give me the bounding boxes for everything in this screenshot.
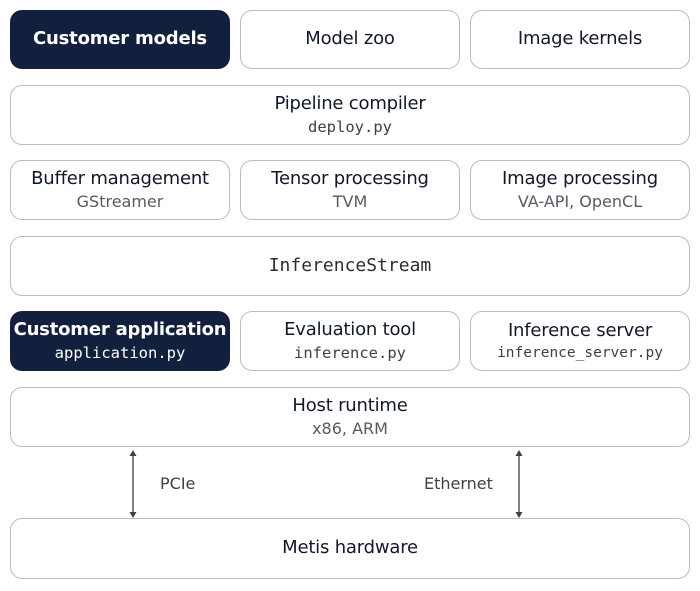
image-processing-box: Image processing VA-API, OpenCL <box>470 160 690 220</box>
customer-models-label: Customer models <box>33 28 207 50</box>
image-processing-sub: VA-API, OpenCL <box>517 192 643 212</box>
pipeline-compiler-code: deploy.py <box>308 117 392 136</box>
buffer-management-box: Buffer management GStreamer <box>10 160 230 220</box>
customer-application-title: Customer application <box>13 319 227 341</box>
pipeline-compiler-title: Pipeline compiler <box>274 93 426 115</box>
pcie-arrow <box>129 450 137 518</box>
metis-hardware-box: Metis hardware <box>10 518 690 579</box>
tensor-processing-title: Tensor processing <box>271 167 429 189</box>
model-zoo-label: Model zoo <box>305 28 395 50</box>
evaluation-tool-title: Evaluation tool <box>284 319 416 341</box>
customer-application-code: application.py <box>54 343 186 362</box>
pipeline-compiler-box: Pipeline compiler deploy.py <box>10 85 690 145</box>
pcie-label: PCIe <box>160 474 196 493</box>
inference-server-title: Inference server <box>507 319 653 341</box>
image-processing-title: Image processing <box>502 167 658 189</box>
image-kernels-box: Image kernels <box>470 10 690 69</box>
evaluation-tool-code: inference.py <box>294 343 406 362</box>
evaluation-tool-box: Evaluation tool inference.py <box>240 311 460 371</box>
inference-stream-box: InferenceStream <box>10 236 690 296</box>
buffer-management-sub: GStreamer <box>76 192 164 212</box>
host-runtime-title: Host runtime <box>292 394 408 416</box>
buffer-management-title: Buffer management <box>31 167 209 189</box>
inference-server-box: Inference server inference_server.py <box>470 311 690 371</box>
host-runtime-sub: x86, ARM <box>312 419 388 439</box>
tensor-processing-box: Tensor processing TVM <box>240 160 460 220</box>
ethernet-label: Ethernet <box>424 474 493 493</box>
host-runtime-box: Host runtime x86, ARM <box>10 387 690 447</box>
model-zoo-box: Model zoo <box>240 10 460 69</box>
ethernet-arrow <box>515 450 523 518</box>
tensor-processing-sub: TVM <box>332 192 368 212</box>
inference-stream-label: InferenceStream <box>268 254 432 276</box>
customer-application-box: Customer application application.py <box>10 311 230 371</box>
image-kernels-label: Image kernels <box>517 28 643 50</box>
inference-server-code: inference_server.py <box>497 345 663 362</box>
customer-models-box: Customer models <box>10 10 230 69</box>
metis-hardware-label: Metis hardware <box>282 537 418 559</box>
